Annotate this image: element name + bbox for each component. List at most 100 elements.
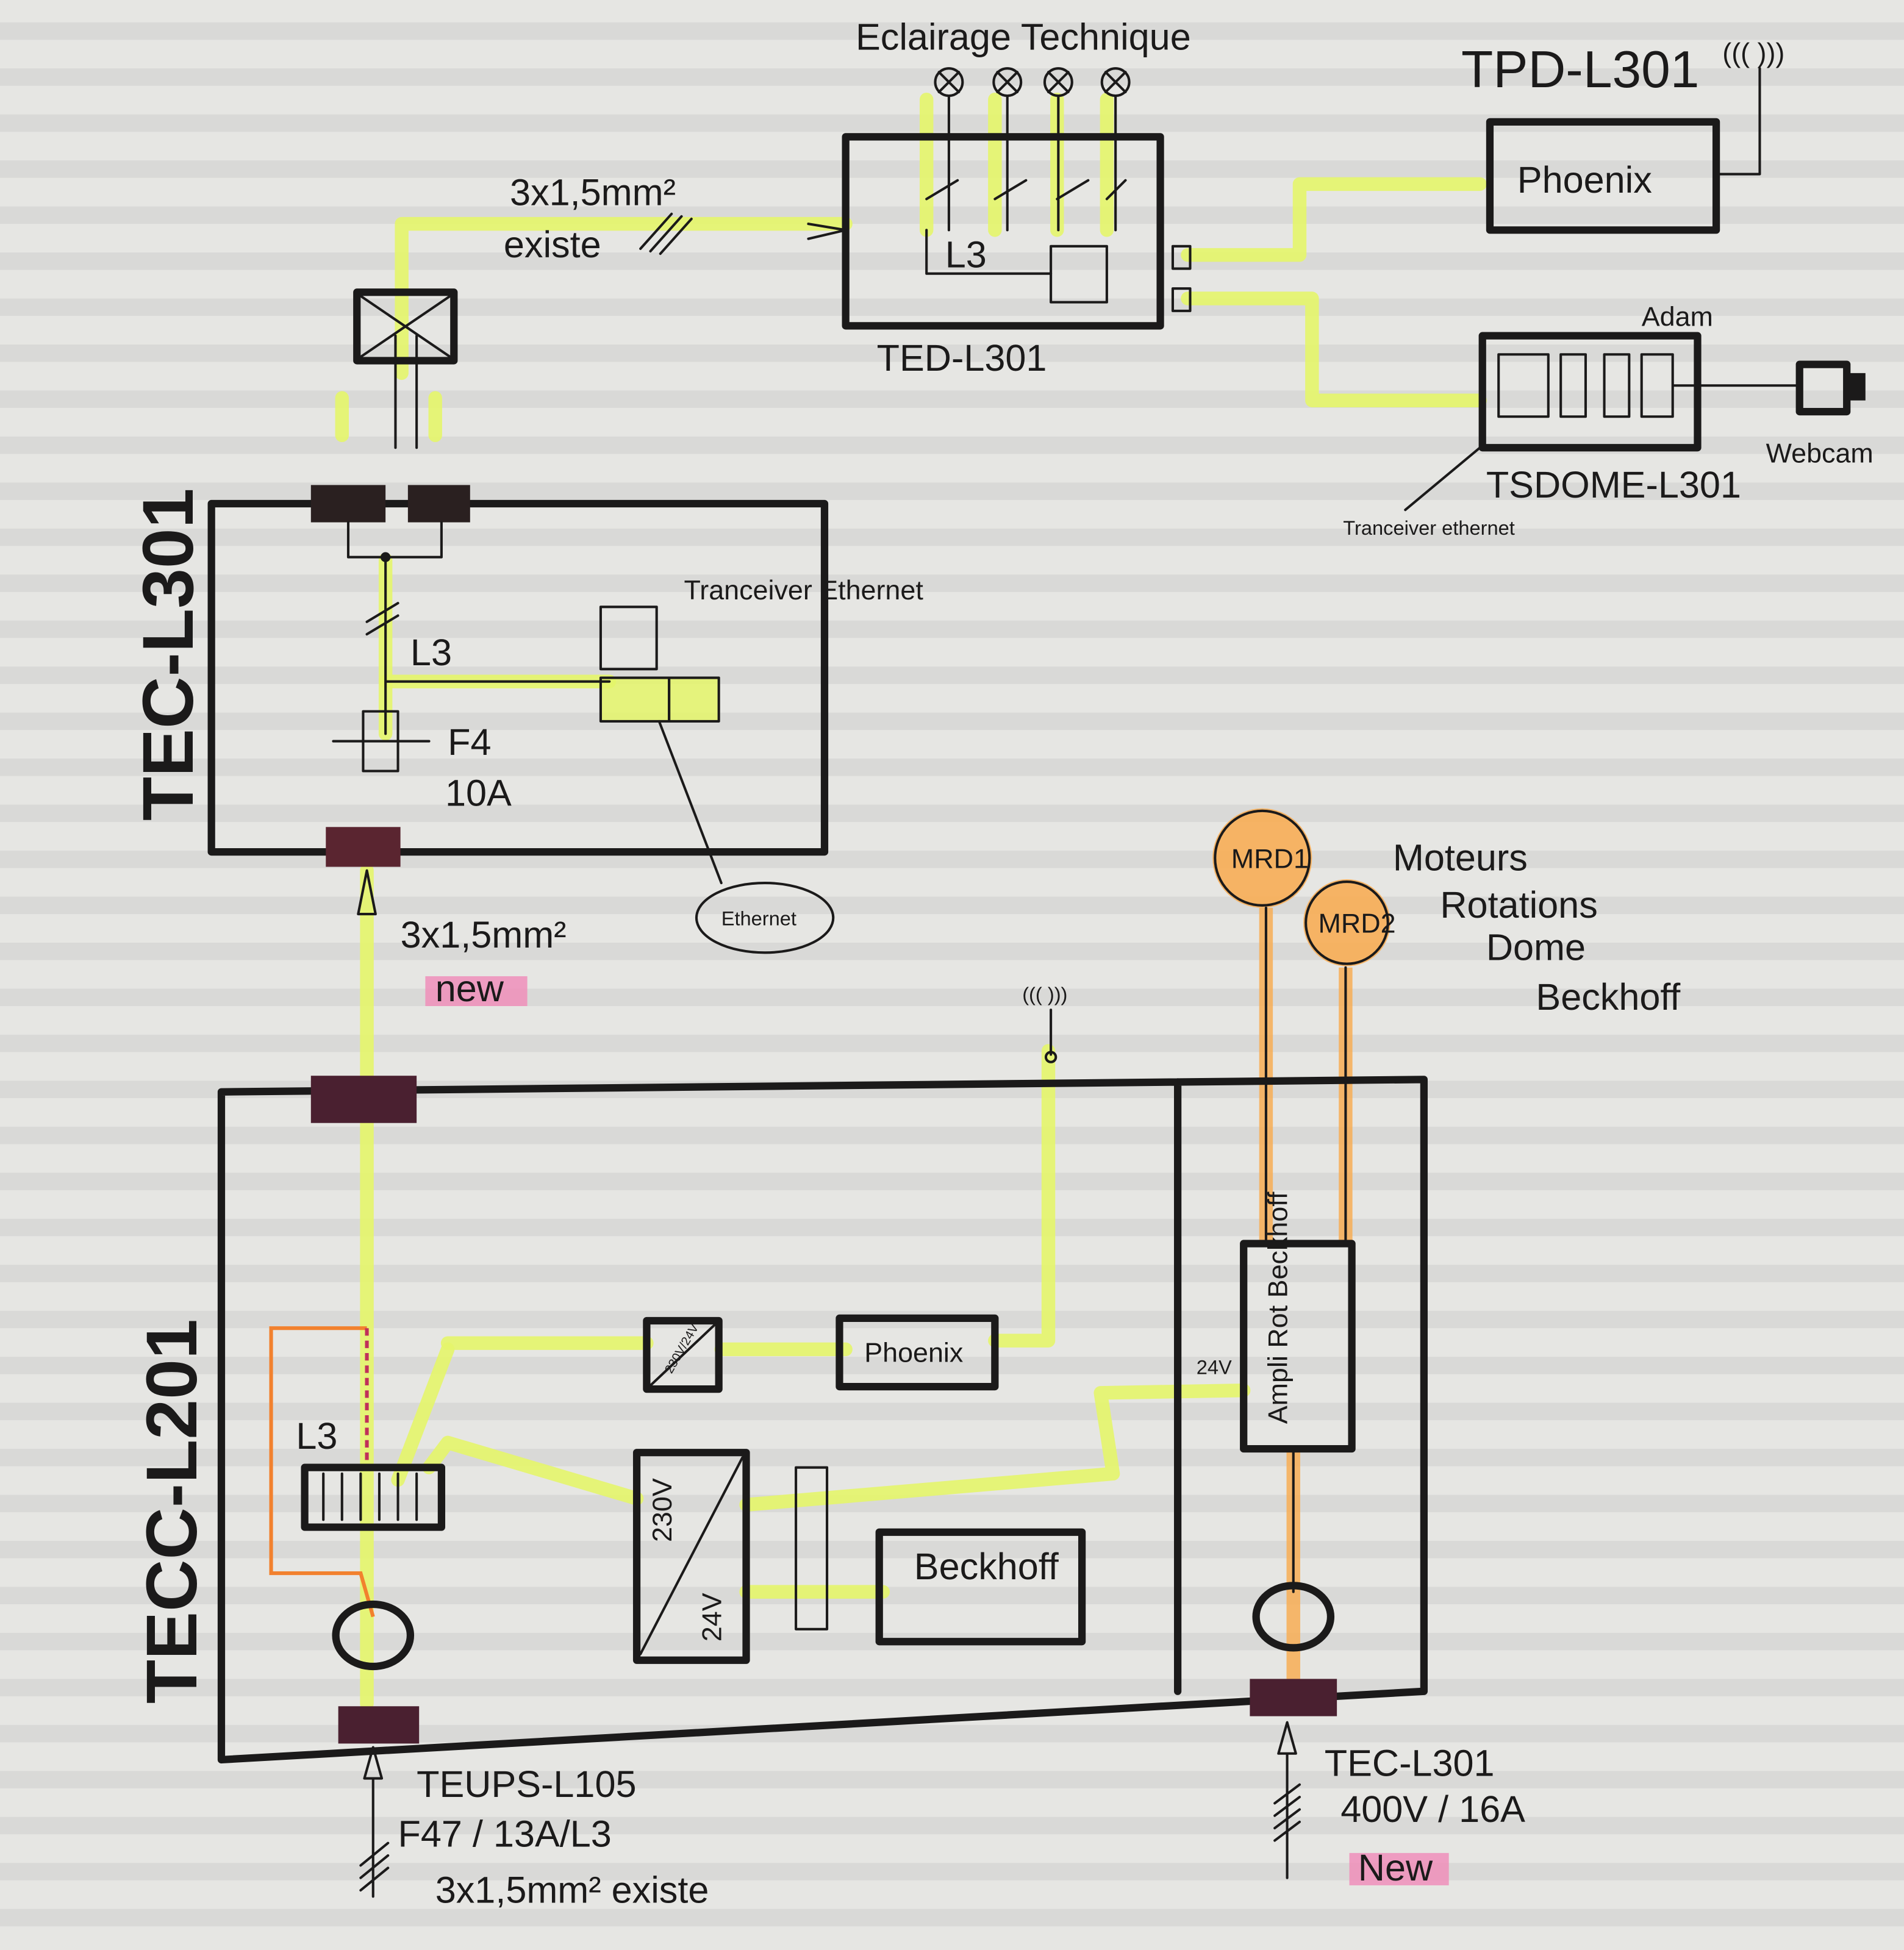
webcam-icon [1795, 360, 1866, 416]
ted-connector [1171, 287, 1192, 312]
lamp-icon [934, 67, 964, 232]
tpd-label: TPD-L301 [1461, 40, 1699, 99]
feed-mid-cable: 3x1,5mm² [401, 914, 567, 955]
ruled-line [0, 1679, 1904, 1696]
tsdome-module: Adam [1642, 301, 1713, 332]
tecc-top-connector [310, 1076, 417, 1123]
feed-bl-fuse: F47 / 13A/L3 [398, 1813, 612, 1855]
tecc-bottom-connector [338, 1706, 420, 1744]
tec-fuse: F4 [448, 721, 491, 763]
ruled-line [0, 620, 1904, 638]
amp-voltage: 24V [1197, 1356, 1232, 1379]
ruled-line [0, 574, 1904, 592]
tecc-phase: L3 [296, 1415, 337, 1457]
ethernet-cloud-icon [695, 882, 835, 954]
tecc-phoenix-box [836, 1314, 999, 1391]
motor-mrd2-icon [1305, 880, 1389, 965]
ruled-line [0, 1724, 1904, 1743]
tec-wiring [346, 521, 611, 735]
ruled-line [0, 1402, 1904, 1421]
tec-top-connectors [310, 485, 470, 523]
beckhoff-box [875, 1528, 1086, 1646]
annotation-leader [1404, 446, 1481, 512]
amp-box [1240, 1240, 1356, 1453]
tec-switch-module [599, 605, 658, 671]
tec-label: TEC-L301 [128, 488, 209, 821]
ruled-line [0, 22, 1904, 40]
ruled-line [0, 1771, 1904, 1788]
tec-l301-box [207, 499, 829, 856]
motor-mrd1-icon [1214, 809, 1311, 907]
ruled-line [0, 298, 1904, 316]
tsdome-label: TSDOME-L301 [1486, 464, 1741, 505]
webcam-label: Webcam [1766, 438, 1874, 469]
motor-note-2: Rotations [1440, 884, 1597, 926]
tecc-phoenix: Phoenix [864, 1337, 963, 1368]
feed-top-cable: 3x1,5mm² [510, 172, 676, 213]
ted-label: TED-L301 [877, 337, 1047, 379]
socket-icon [1252, 1582, 1335, 1652]
ruled-line [0, 390, 1904, 408]
tec-ethernet: Ethernet [721, 907, 796, 929]
amp-bottom-connector [1250, 1679, 1337, 1716]
tpd-phoenix-box [1486, 118, 1720, 234]
feed-bottom-left-arrow [359, 1746, 390, 1898]
tecc-l201-box [217, 1076, 1428, 1764]
ps-output: 24V [696, 1593, 728, 1641]
ruled-line [0, 1909, 1904, 1927]
ted-connector [1171, 245, 1192, 270]
tec-phase: L3 [410, 632, 452, 673]
junction-box [353, 288, 458, 449]
ruled-line [0, 1540, 1904, 1559]
ruled-line [0, 896, 1904, 915]
ruled-line [0, 1173, 1904, 1190]
feed-bl-source: TEUPS-L105 [417, 1763, 636, 1805]
tpd-antenna-wire [1715, 67, 1761, 176]
ps-input: 230V [646, 1478, 678, 1542]
tsdome-box [1478, 332, 1702, 452]
feed-br-status: New [1358, 1847, 1433, 1888]
cable-hatch [639, 212, 693, 255]
ruled-line [0, 1449, 1904, 1466]
din-rail-terminals [795, 1466, 829, 1630]
ruled-line [0, 206, 1904, 224]
ruled-line [0, 1495, 1904, 1513]
mrd2-label: MRD2 [1319, 908, 1396, 939]
tecc-label: TECC-L201 [132, 1319, 212, 1704]
ruled-line [0, 1587, 1904, 1605]
ruled-line [0, 252, 1904, 270]
ruled-line [0, 804, 1904, 823]
ruled-line [0, 712, 1904, 730]
ruled-line [0, 759, 1904, 776]
tec-fuse-rating: 10A [445, 773, 512, 814]
feed-mid-status: new [435, 968, 504, 1009]
tecc-antenna-icon: ((( ))) [1022, 983, 1067, 1005]
feed-bl-cable: 3x1,5mm² existe [435, 1869, 709, 1910]
tec-bottom-connector [326, 827, 401, 867]
motor-note-1: Moteurs [1393, 837, 1528, 879]
lighting-title: Eclairage Technique [856, 16, 1191, 58]
ruled-line [0, 68, 1904, 86]
tec-transceiver: Tranceiver Ethernet [684, 574, 924, 605]
ruled-line [0, 988, 1904, 1006]
fuse-icon [332, 710, 431, 773]
ruled-line [0, 666, 1904, 684]
tpd-antenna-icon: ((( ))) [1722, 37, 1784, 68]
tsdome-annotation: Tranceiver ethernet [1343, 516, 1515, 539]
feed-br-rating: 400V / 16A [1340, 1788, 1525, 1830]
switch-symbols [807, 179, 1127, 275]
lamp-icon [1043, 67, 1073, 232]
beckhoff-label: Beckhoff [914, 1546, 1059, 1587]
power-supply [632, 1449, 750, 1664]
ruled-line [0, 160, 1904, 178]
tpd-device: Phoenix [1517, 159, 1652, 201]
ted-socket [1050, 245, 1108, 304]
ethernet-leader [657, 720, 723, 885]
ruled-lines [0, 22, 1904, 1927]
lamp-icon [992, 67, 1023, 232]
ruled-line [0, 1265, 1904, 1282]
ruled-line [0, 1816, 1904, 1835]
mrd1-label: MRD1 [1231, 843, 1309, 874]
